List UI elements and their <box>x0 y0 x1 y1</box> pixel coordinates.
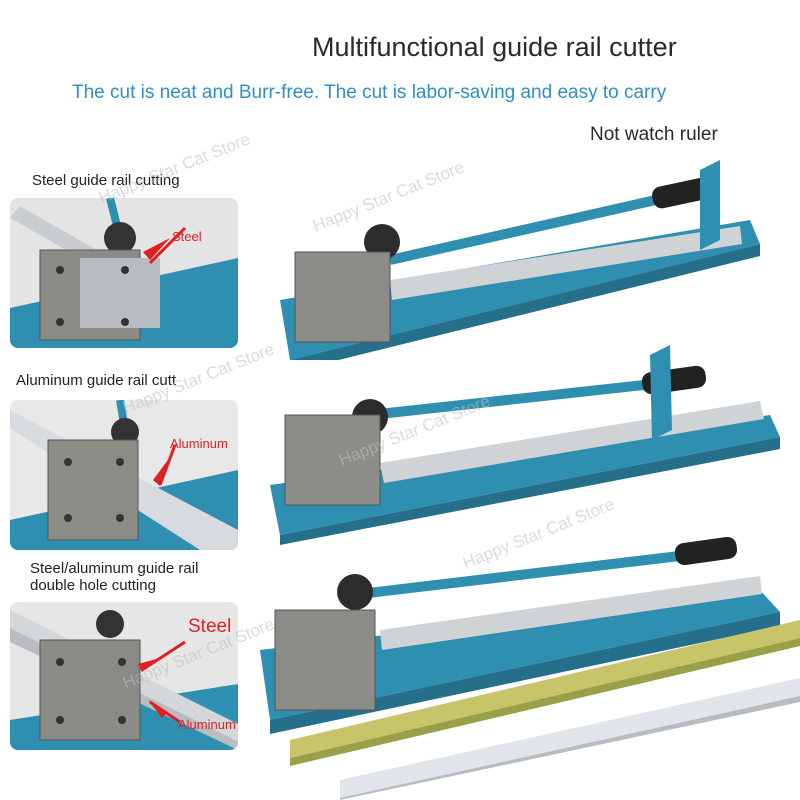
callout-double-aluminum: Aluminum <box>178 717 236 732</box>
ruler-note: Not watch ruler <box>590 124 718 145</box>
page-subtitle: The cut is neat and Burr-free. The cut i… <box>72 82 667 103</box>
callout-steel: Steel <box>172 229 202 244</box>
panel-aluminum-label: Aluminum guide rail cutt <box>16 372 177 389</box>
cutter-photo-3 <box>260 536 800 800</box>
panel-double-image <box>10 602 238 750</box>
cutter-photo-2 <box>270 345 780 545</box>
panel-double-label-2: double hole cutting <box>30 577 156 594</box>
panel-double-label-1: Steel/aluminum guide rail <box>30 560 199 577</box>
panel-steel-image <box>10 198 238 348</box>
panel-steel-label: Steel guide rail cutting <box>32 172 180 189</box>
page-title: Multifunctional guide rail cutter <box>312 32 677 62</box>
cutter-photo-1 <box>280 160 760 360</box>
arrow-icon <box>153 460 168 486</box>
watermark: Happy Star Cat Store <box>96 129 253 208</box>
panel-aluminum-image <box>10 400 238 550</box>
callout-double-steel: Steel <box>188 616 232 637</box>
callout-aluminum: Aluminum <box>170 436 228 451</box>
arrow-icon <box>143 238 170 260</box>
